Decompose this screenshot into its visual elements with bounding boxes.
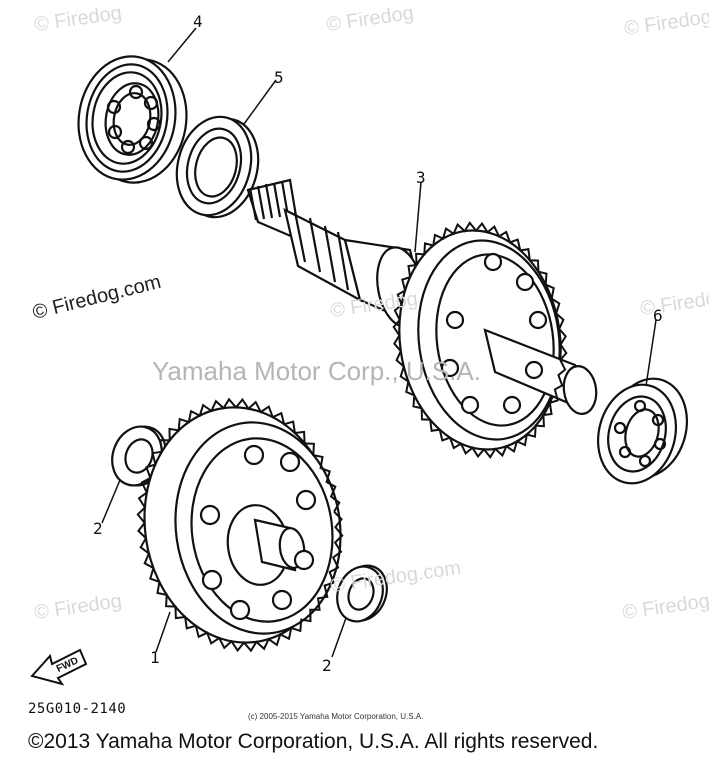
- main-copyright: ©2013 Yamaha Motor Corporation, U.S.A. A…: [28, 730, 599, 753]
- gear-part-1: [143, 406, 342, 644]
- yamaha-center-watermark: Yamaha Motor Corp., U.S.A.: [152, 356, 481, 386]
- bearing-part-6: [596, 377, 689, 485]
- gear-teeth-part-3: [392, 221, 568, 459]
- oil-seal-part-5: [175, 115, 260, 219]
- part-label-5: 5: [274, 68, 284, 87]
- part-label-6: 6: [653, 306, 663, 325]
- part-label-2-left: 2: [93, 519, 103, 538]
- washer-part-2-bottom: [336, 564, 388, 623]
- gear-shaft-part-3: [246, 178, 598, 451]
- fwd-arrow-icon: [30, 648, 88, 686]
- small-copyright: (c) 2005-2015 Yamaha Motor Corporation, …: [248, 712, 424, 721]
- part-label-3: 3: [416, 168, 426, 187]
- part-label-2-bottom: 2: [322, 656, 332, 675]
- diagram-code: 25G010-2140: [28, 701, 127, 717]
- part-label-1: 1: [150, 648, 160, 667]
- part-label-4: 4: [193, 12, 203, 31]
- bearing-part-4: [77, 55, 188, 184]
- leader-lines: [101, 27, 657, 658]
- gear-teeth-part-1: [136, 397, 344, 653]
